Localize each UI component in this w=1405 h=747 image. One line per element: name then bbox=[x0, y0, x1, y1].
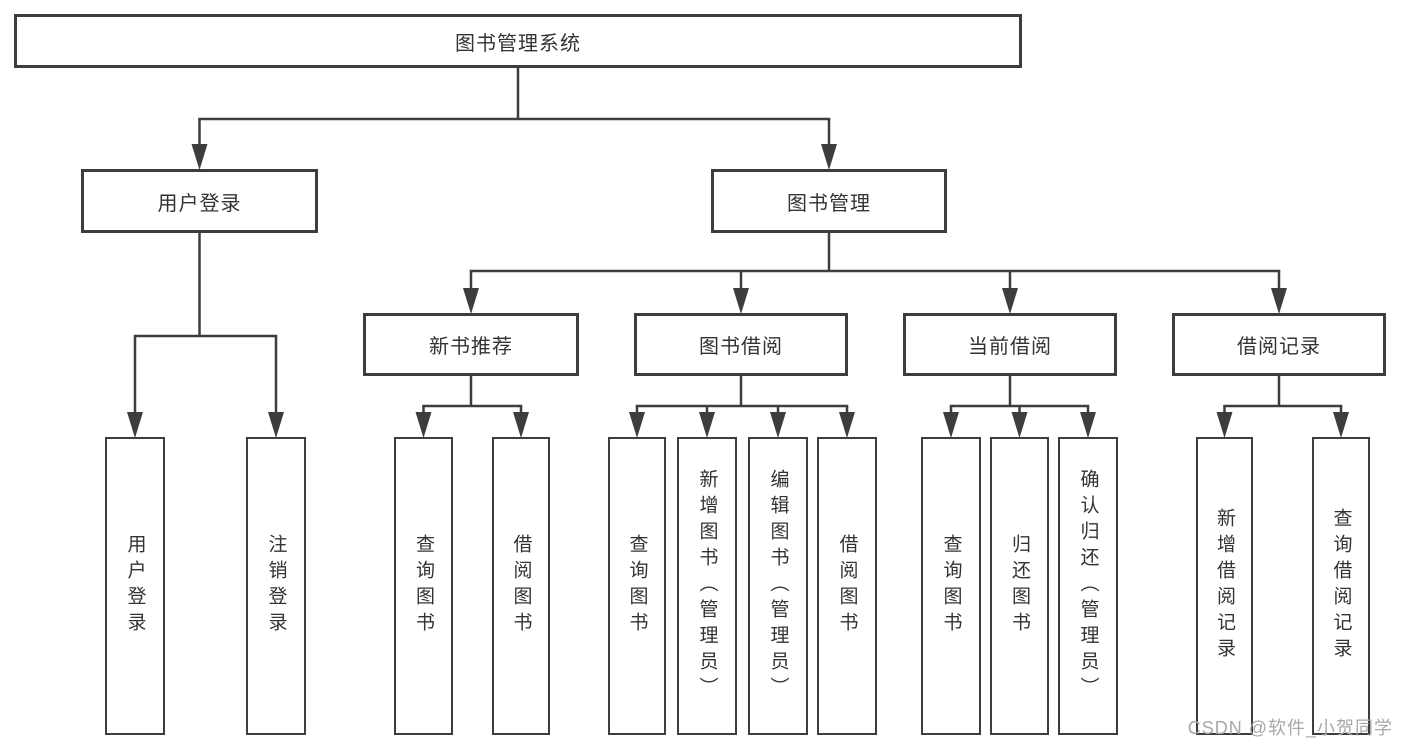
node-label-new-book-recommend: 新书推荐 bbox=[429, 336, 513, 358]
node-add-books-admin: 新增图书（管理员） bbox=[677, 437, 737, 735]
arrowhead-icon bbox=[1002, 288, 1018, 314]
node-logout: 注销登录 bbox=[246, 437, 306, 735]
node-label-book-management: 图书管理 bbox=[787, 192, 871, 215]
node-label-edit-books-admin: 编辑图书（管理员） bbox=[767, 469, 789, 703]
node-query-books-3: 查询图书 bbox=[921, 437, 981, 735]
node-query-books-1: 查询图书 bbox=[394, 437, 453, 735]
arrowhead-icon bbox=[127, 412, 143, 438]
node-label-query-books-2: 查询图书 bbox=[626, 534, 648, 638]
arrowhead-icon bbox=[770, 412, 786, 438]
node-label-current-borrow: 当前借阅 bbox=[968, 336, 1052, 358]
node-library-system: 图书管理系统 bbox=[14, 14, 1022, 68]
arrowhead-icon bbox=[191, 144, 208, 170]
arrowhead-icon bbox=[629, 412, 645, 438]
node-edit-books-admin: 编辑图书（管理员） bbox=[748, 437, 808, 735]
node-label-query-borrow-record: 查询借阅记录 bbox=[1330, 508, 1352, 664]
node-label-user-login-group: 用户登录 bbox=[157, 192, 242, 215]
node-label-add-borrow-record: 新增借阅记录 bbox=[1214, 508, 1235, 664]
node-new-book-recommend: 新书推荐 bbox=[363, 313, 579, 376]
arrowhead-icon bbox=[268, 412, 284, 438]
arrowhead-icon bbox=[513, 412, 529, 438]
node-query-books-2: 查询图书 bbox=[608, 437, 666, 735]
node-label-confirm-return-admin: 确认归还（管理员） bbox=[1077, 469, 1099, 703]
arrowhead-icon bbox=[699, 412, 715, 438]
arrowhead-icon bbox=[1271, 288, 1287, 314]
node-label-add-books-admin: 新增图书（管理员） bbox=[696, 469, 718, 703]
node-borrow-records: 借阅记录 bbox=[1172, 313, 1386, 376]
arrowhead-icon bbox=[463, 288, 479, 314]
node-add-borrow-record: 新增借阅记录 bbox=[1196, 437, 1253, 735]
node-label-borrow-books-2: 借阅图书 bbox=[836, 534, 858, 638]
arrowhead-icon bbox=[733, 288, 749, 314]
node-borrow-books-1: 借阅图书 bbox=[492, 437, 550, 735]
node-return-books: 归还图书 bbox=[990, 437, 1049, 735]
node-confirm-return-admin: 确认归还（管理员） bbox=[1058, 437, 1118, 735]
arrowhead-icon bbox=[1216, 412, 1233, 438]
node-book-borrow: 图书借阅 bbox=[634, 313, 848, 376]
node-user-login: 用户登录 bbox=[105, 437, 165, 735]
node-label-library-system: 图书管理系统 bbox=[455, 32, 581, 55]
node-book-management: 图书管理 bbox=[711, 169, 947, 233]
node-user-login-group: 用户登录 bbox=[81, 169, 318, 233]
node-label-return-books: 归还图书 bbox=[1009, 534, 1030, 638]
arrowhead-icon bbox=[943, 412, 959, 438]
arrowhead-icon bbox=[415, 412, 432, 438]
arrowhead-icon bbox=[1011, 412, 1028, 438]
node-query-borrow-record: 查询借阅记录 bbox=[1312, 437, 1370, 735]
node-label-borrow-records: 借阅记录 bbox=[1237, 336, 1321, 358]
arrowhead-icon bbox=[839, 412, 855, 438]
node-borrow-books-2: 借阅图书 bbox=[817, 437, 877, 735]
node-current-borrow: 当前借阅 bbox=[903, 313, 1117, 376]
arrowhead-icon bbox=[821, 144, 837, 170]
watermark-text: CSDN @软件_小贺同学 bbox=[1187, 718, 1393, 738]
node-label-borrow-books-1: 借阅图书 bbox=[510, 534, 532, 638]
arrowhead-icon bbox=[1080, 412, 1096, 438]
node-label-book-borrow: 图书借阅 bbox=[699, 336, 783, 358]
arrowhead-icon bbox=[1333, 412, 1349, 438]
node-label-user-login: 用户登录 bbox=[124, 534, 146, 638]
node-label-logout: 注销登录 bbox=[265, 534, 287, 638]
node-label-query-books-3: 查询图书 bbox=[940, 534, 962, 638]
node-label-query-books-1: 查询图书 bbox=[413, 534, 434, 638]
